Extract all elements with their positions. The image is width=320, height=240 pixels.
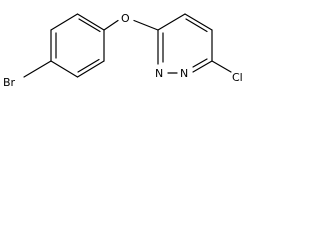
benzene-ring: [50, 13, 105, 78]
double-bond: [192, 58, 208, 68]
bond: [50, 13, 79, 31]
bond: [50, 60, 79, 78]
oxygen-carbon-bond: [133, 19, 159, 31]
bond: [76, 13, 105, 31]
bromine-label: Br: [3, 76, 16, 89]
chlorine-label: Cl: [232, 71, 243, 84]
bond: [184, 13, 213, 31]
carbon-chlorine-bond: [211, 60, 232, 73]
pyridazine-ring: [157, 13, 213, 74]
chemical-structure: Br O N N Cl: [3, 12, 243, 89]
bond: [76, 60, 105, 78]
carbon-bromine-bond: [23, 60, 52, 78]
bond: [157, 13, 186, 31]
carbon-oxygen-bond: [103, 19, 119, 31]
double-bond: [77, 58, 100, 73]
oxygen-label: O: [121, 12, 130, 25]
double-bond: [185, 18, 208, 33]
nitrogen-label: N: [155, 67, 163, 80]
bond: [192, 60, 213, 73]
nitrogen-label: N: [180, 67, 188, 80]
double-bond: [78, 18, 101, 33]
